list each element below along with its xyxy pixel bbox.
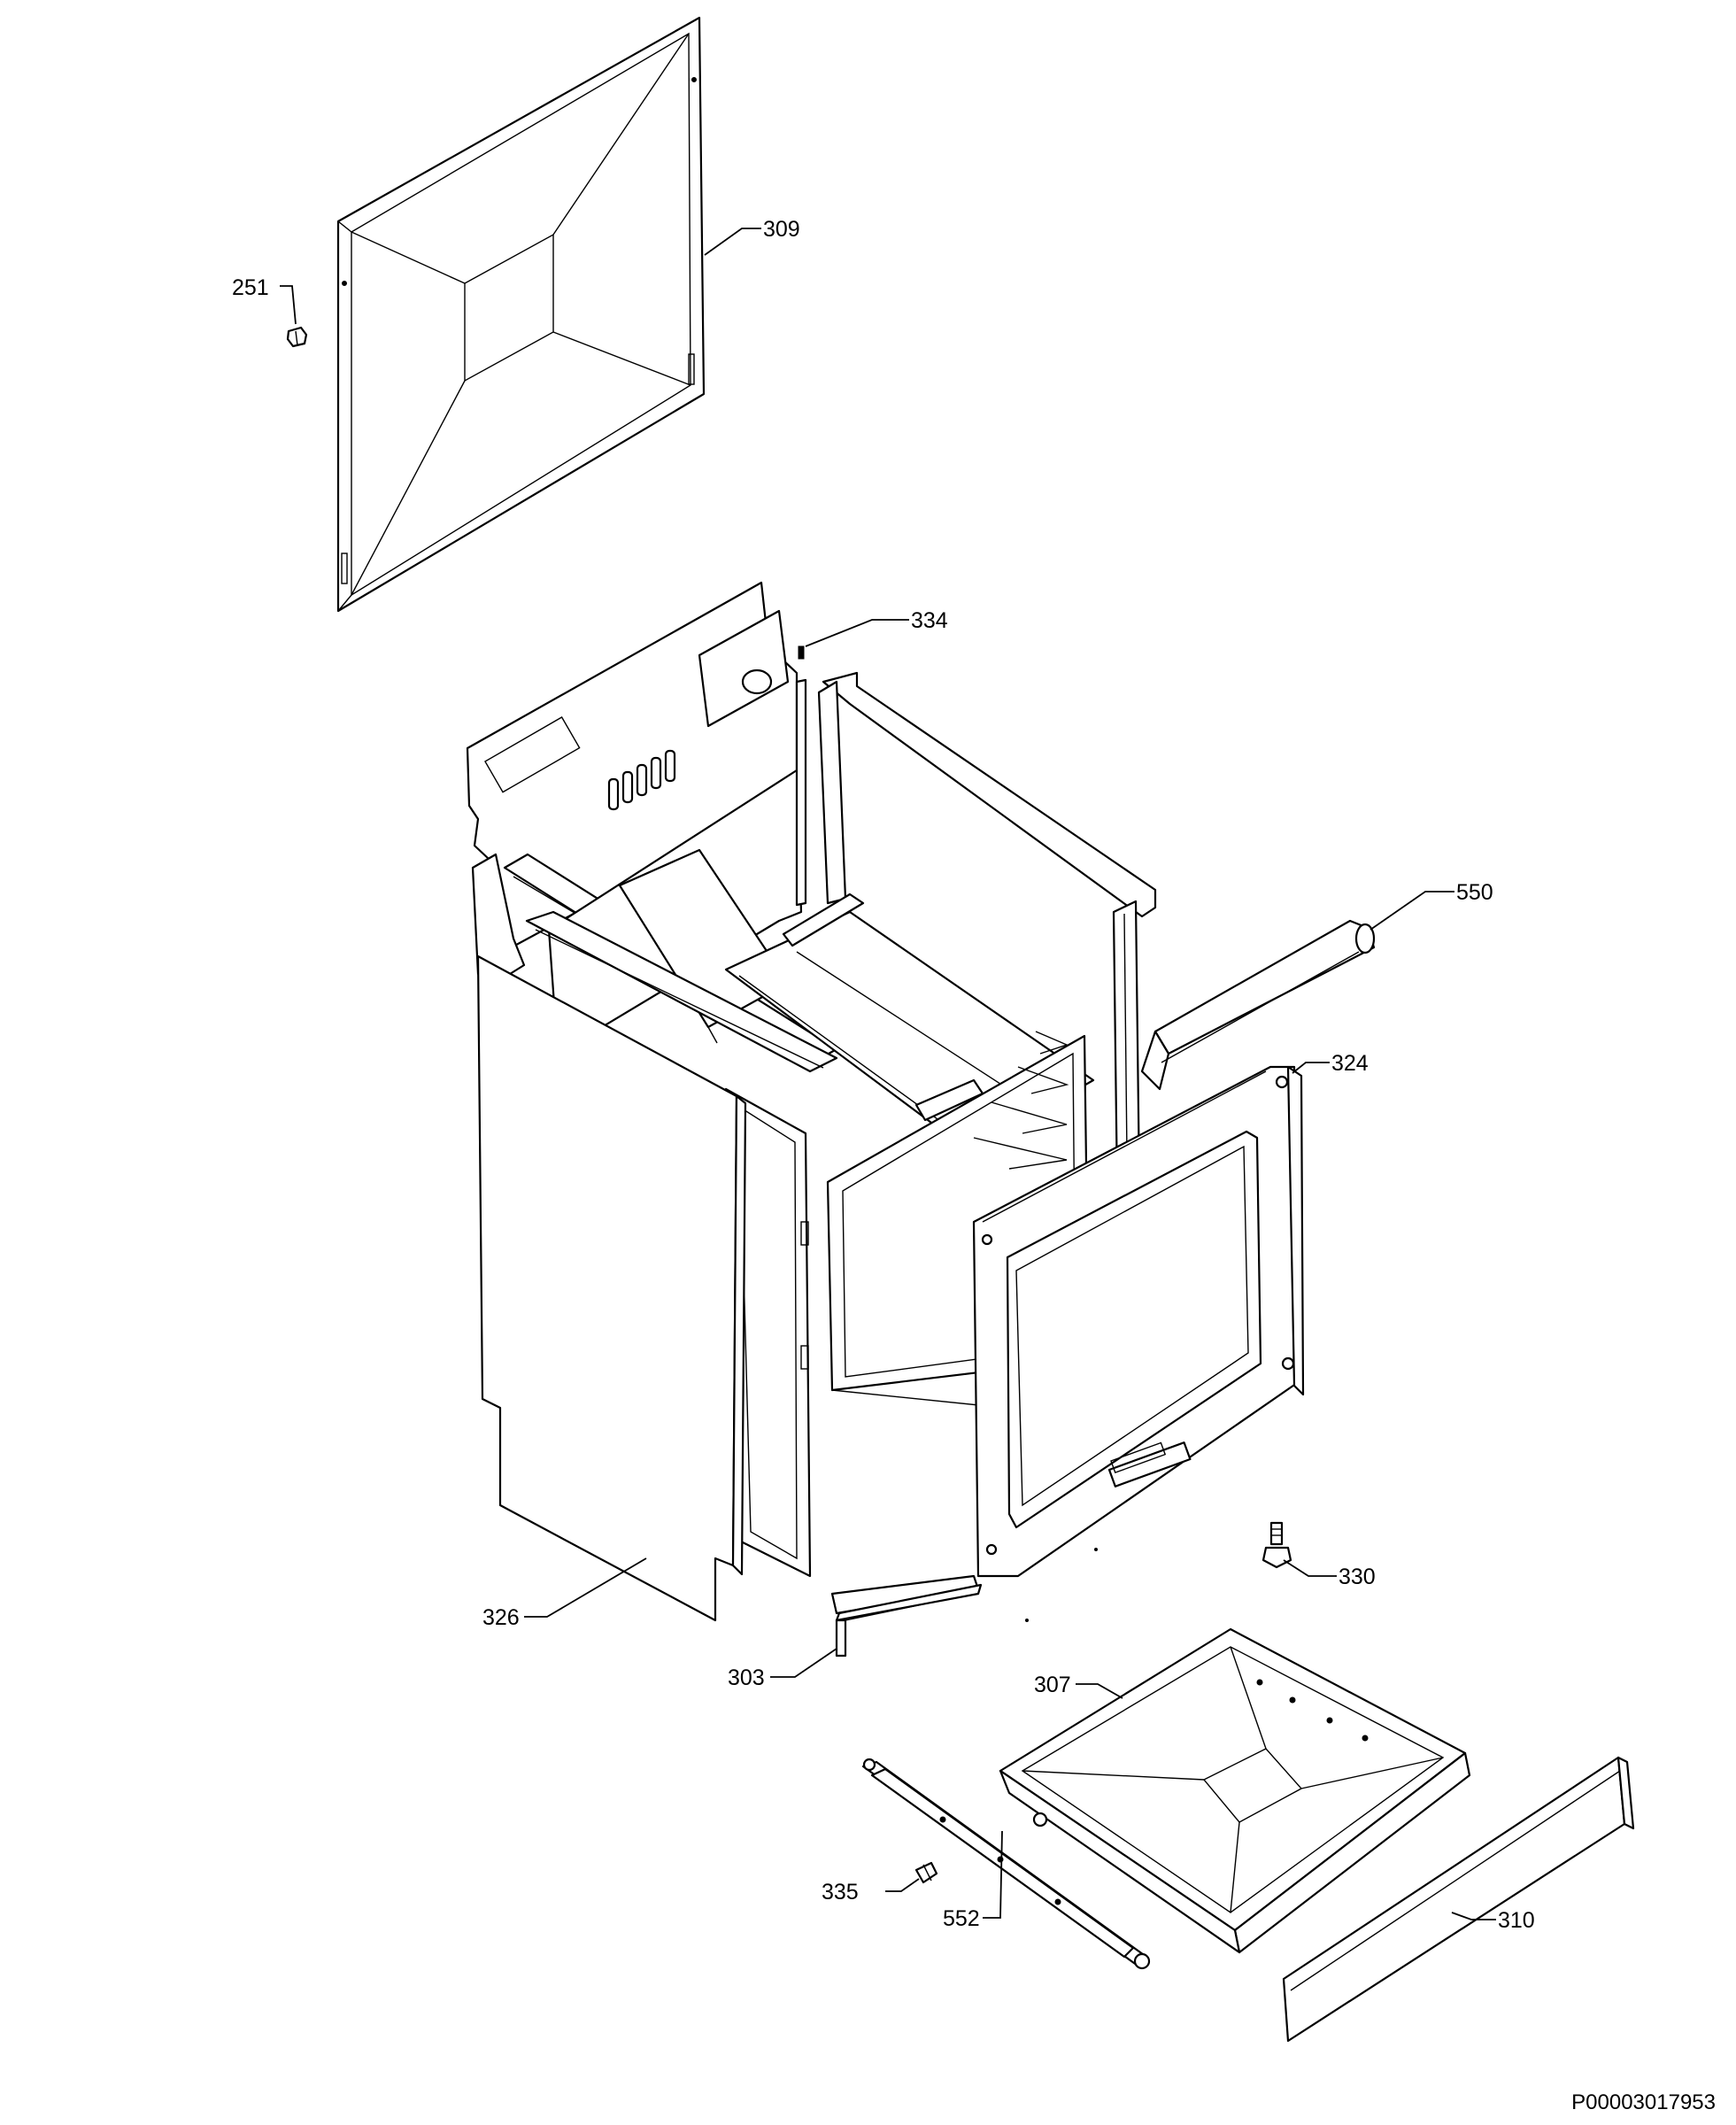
part-330-screw <box>1261 1521 1292 1569</box>
part-326-side-panel <box>476 954 747 1622</box>
callout-labels: 251 309 334 550 324 330 326 303 307 335 … <box>232 217 1535 1933</box>
vent-slots <box>607 749 676 811</box>
callout-leaders <box>280 228 1496 1920</box>
callout-309: 309 <box>763 217 800 242</box>
part-310-drawer-front <box>1282 1756 1635 2043</box>
callout-330: 330 <box>1339 1565 1376 1589</box>
part-251-clip <box>286 326 308 348</box>
callout-326: 326 <box>482 1605 520 1630</box>
callout-251: 251 <box>232 275 269 300</box>
part-335-screw <box>914 1861 938 1884</box>
callout-550: 550 <box>1456 880 1493 905</box>
part-309-back-panel <box>336 16 706 613</box>
callout-334: 334 <box>911 608 948 633</box>
part-303-insulation-pad <box>830 1574 983 1658</box>
part-552-slide-rail <box>861 1758 1151 1970</box>
callout-324: 324 <box>1331 1051 1369 1076</box>
callout-303: 303 <box>728 1665 765 1690</box>
part-307-drawer <box>999 1627 1471 1954</box>
callout-552: 552 <box>943 1906 980 1931</box>
callout-307: 307 <box>1034 1673 1071 1697</box>
part-334-rod <box>795 645 807 907</box>
document-id: P00003017953 <box>1571 2090 1716 2114</box>
callout-335: 335 <box>822 1880 859 1905</box>
callout-310: 310 <box>1498 1908 1535 1933</box>
part-324-door-frame <box>972 1065 1305 1578</box>
part-550-trim-strip <box>1140 919 1376 1091</box>
